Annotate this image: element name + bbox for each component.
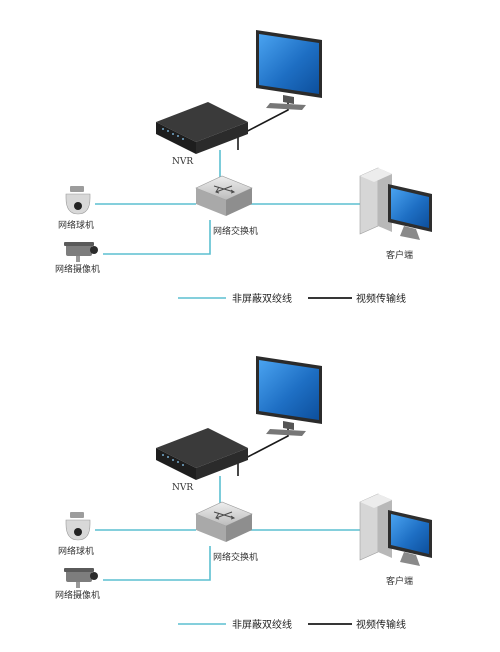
dome-camera-icon: 网络球机 <box>58 512 94 557</box>
dome-lens <box>74 202 82 210</box>
bullet-hood <box>64 568 94 572</box>
pc-monitor-screen <box>391 188 429 228</box>
cables <box>95 98 360 255</box>
dome-camera-icon: 网络球机 <box>58 186 94 231</box>
monitor-icon <box>256 356 322 436</box>
net-cable-switch-bullet <box>103 220 211 255</box>
nvr-top <box>156 428 248 468</box>
monitor-stand-neck <box>283 421 294 430</box>
dome-mount <box>70 186 84 192</box>
legend-black-label: 视频传输线 <box>356 618 406 631</box>
nvr-side <box>196 448 248 480</box>
bullet-body <box>66 244 92 256</box>
switch-label: 网络交换机 <box>213 551 258 563</box>
bullet-body <box>66 570 92 582</box>
bullet-camera-label: 网络摄像机 <box>55 589 100 601</box>
dome-mount <box>70 512 84 518</box>
bullet-camera-icon: 网络摄像机 <box>55 568 100 601</box>
nvr-front <box>156 448 196 480</box>
client-pc-icon: 客户端 <box>359 493 432 587</box>
diagram-top: NVR 网络交换机 网络球机 <box>55 30 432 305</box>
nvr-icon: NVR <box>156 428 248 493</box>
net-cable-switch-bullet <box>103 546 211 581</box>
switch-arrows-icon <box>213 185 236 194</box>
nvr-front <box>156 122 196 154</box>
bullet-lens <box>90 572 98 580</box>
bullet-lens <box>90 246 98 254</box>
pc-monitor-stand <box>400 552 420 566</box>
client-label: 客户端 <box>386 575 413 587</box>
nvr-label: NVR <box>172 483 193 493</box>
legend: 非屏蔽双绞线 视频传输线 <box>178 292 406 305</box>
network-diagram-svg: NVR 网络交换机 网络球机 <box>55 356 432 631</box>
monitor-screen <box>259 34 319 94</box>
bullet-bracket <box>76 582 80 588</box>
legend-black-label: 视频传输线 <box>356 292 406 305</box>
pc-tower-top <box>360 168 392 182</box>
nvr-top <box>156 102 248 142</box>
client-pc-icon: 客户端 <box>359 167 432 261</box>
switch-label: 网络交换机 <box>213 225 258 237</box>
dome-camera-label: 网络球机 <box>58 219 94 231</box>
monitor-icon <box>256 30 322 110</box>
nvr-front-lights <box>162 128 184 140</box>
nvr-front-lights <box>162 454 184 466</box>
switch-side <box>226 188 252 216</box>
switch-side <box>226 514 252 542</box>
dome-camera-label: 网络球机 <box>58 545 94 557</box>
pc-monitor-stand <box>400 226 420 240</box>
pc-tower-top <box>360 494 392 508</box>
pc-monitor-screen <box>391 514 429 554</box>
dome-lens <box>74 528 82 536</box>
switch-icon: 网络交换机 <box>195 501 258 563</box>
switch-front <box>196 514 226 542</box>
nvr-label: NVR <box>172 157 193 167</box>
nvr-icon: NVR <box>156 102 248 167</box>
bullet-camera-label: 网络摄像机 <box>55 263 100 275</box>
bullet-camera-icon: 网络摄像机 <box>55 242 100 275</box>
monitor-screen <box>259 360 319 420</box>
diagram-bottom: NVR 网络交换机 网络球机 <box>0 326 500 652</box>
switch-icon: 网络交换机 <box>195 175 258 237</box>
client-label: 客户端 <box>386 249 413 261</box>
monitor-stand-base <box>266 429 306 436</box>
legend: 非屏蔽双绞线 视频传输线 <box>178 618 406 631</box>
monitor-stand-neck <box>283 95 294 104</box>
switch-arrows-icon <box>213 511 236 520</box>
bullet-hood <box>64 242 94 246</box>
nvr-side <box>196 122 248 154</box>
network-diagram-svg: NVR 网络交换机 网络球机 <box>55 30 432 305</box>
bullet-bracket <box>76 256 80 262</box>
monitor-stand-base <box>266 103 306 110</box>
legend-cyan-label: 非屏蔽双绞线 <box>232 292 292 305</box>
legend-cyan-label: 非屏蔽双绞线 <box>232 618 292 631</box>
switch-front <box>196 188 226 216</box>
